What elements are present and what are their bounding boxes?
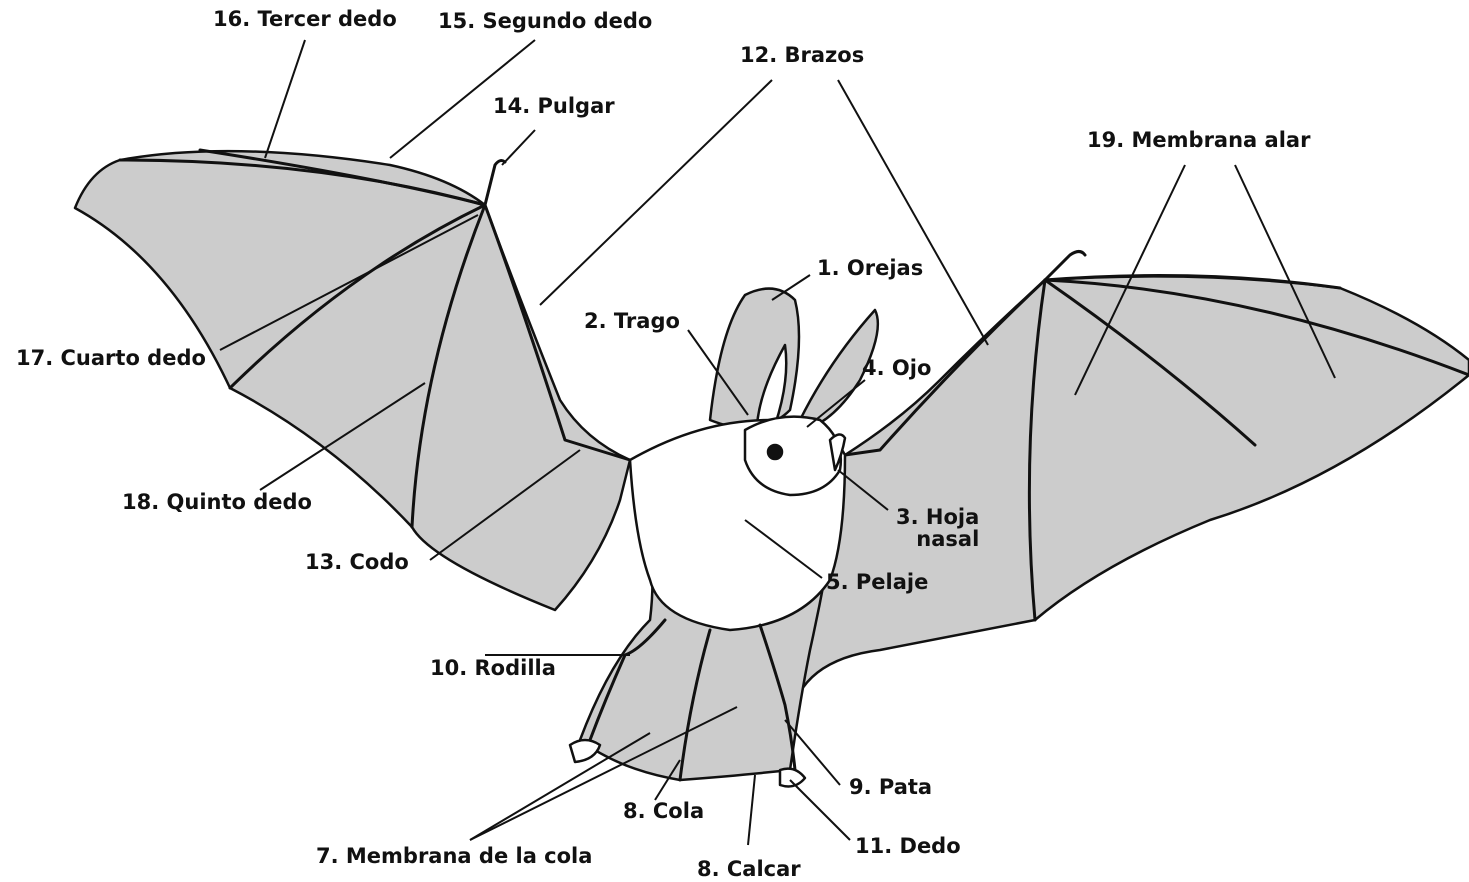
label-pata: 9. Pata: [849, 777, 932, 798]
left-foot: [570, 740, 600, 762]
label-orejas: 1. Orejas: [817, 258, 923, 279]
left-thumb-bone: [485, 161, 505, 205]
label-rodilla: 10. Rodilla: [430, 658, 556, 679]
label-hoja-line1: 3. Hoja: [896, 506, 979, 528]
label-trago: 2. Trago: [584, 311, 680, 332]
label-segundo-dedo: 15. Segundo dedo: [438, 11, 652, 32]
label-codo: 13. Codo: [305, 552, 409, 573]
label-calcar: 8. Calcar: [697, 859, 801, 880]
label-tercer-dedo: 16. Tercer dedo: [213, 9, 397, 30]
label-cola: 8. Cola: [623, 801, 704, 822]
bat-head: [745, 417, 841, 495]
label-pelaje: 5. Pelaje: [826, 572, 928, 593]
leader-tercer-dedo: [265, 40, 305, 158]
leader-pulgar: [502, 130, 535, 165]
leader-brazos-2: [838, 80, 988, 345]
bat-eye: [768, 445, 782, 459]
label-membrana-cola: 7. Membrana de la cola: [316, 846, 592, 867]
label-membrana-alar: 19. Membrana alar: [1087, 130, 1310, 151]
label-hoja-line2: nasal: [896, 528, 979, 550]
label-pulgar: 14. Pulgar: [493, 96, 615, 117]
label-dedo: 11. Dedo: [855, 836, 961, 857]
label-quinto-dedo: 18. Quinto dedo: [122, 492, 312, 513]
leader-membrana-cola-1: [470, 733, 650, 840]
right-thumb-bone: [1045, 252, 1085, 281]
label-hoja-nasal: 3. Hoja nasal: [896, 506, 979, 550]
label-brazos: 12. Brazos: [740, 45, 864, 66]
label-ojo: 4. Ojo: [862, 358, 931, 379]
leader-calcar: [748, 775, 755, 845]
leader-dedo: [790, 780, 850, 840]
label-cuarto-dedo: 17. Cuarto dedo: [16, 348, 206, 369]
